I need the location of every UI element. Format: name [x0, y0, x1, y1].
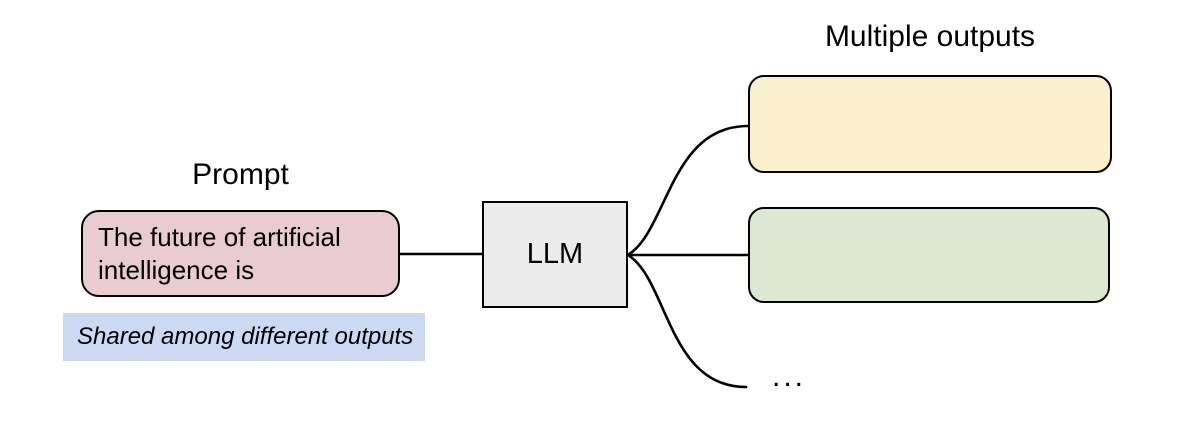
llm-box: LLM [482, 201, 628, 308]
output-box-yellow [748, 75, 1112, 173]
prompt-box: The future of artificial intelligence is [81, 210, 400, 297]
shared-note: Shared among different outputs [63, 313, 425, 361]
connector-llm-to-ellipsis [626, 253, 748, 389]
outputs-label: Multiple outputs [824, 20, 1036, 53]
more-outputs-ellipsis: ... [772, 360, 807, 393]
output-box-green [748, 207, 1110, 303]
prompt-label: Prompt [192, 158, 289, 191]
prompt-box-text: The future of artificial intelligence is [98, 222, 341, 285]
llm-box-label: LLM [526, 238, 584, 270]
connector-llm-to-yellow-output [626, 124, 750, 257]
